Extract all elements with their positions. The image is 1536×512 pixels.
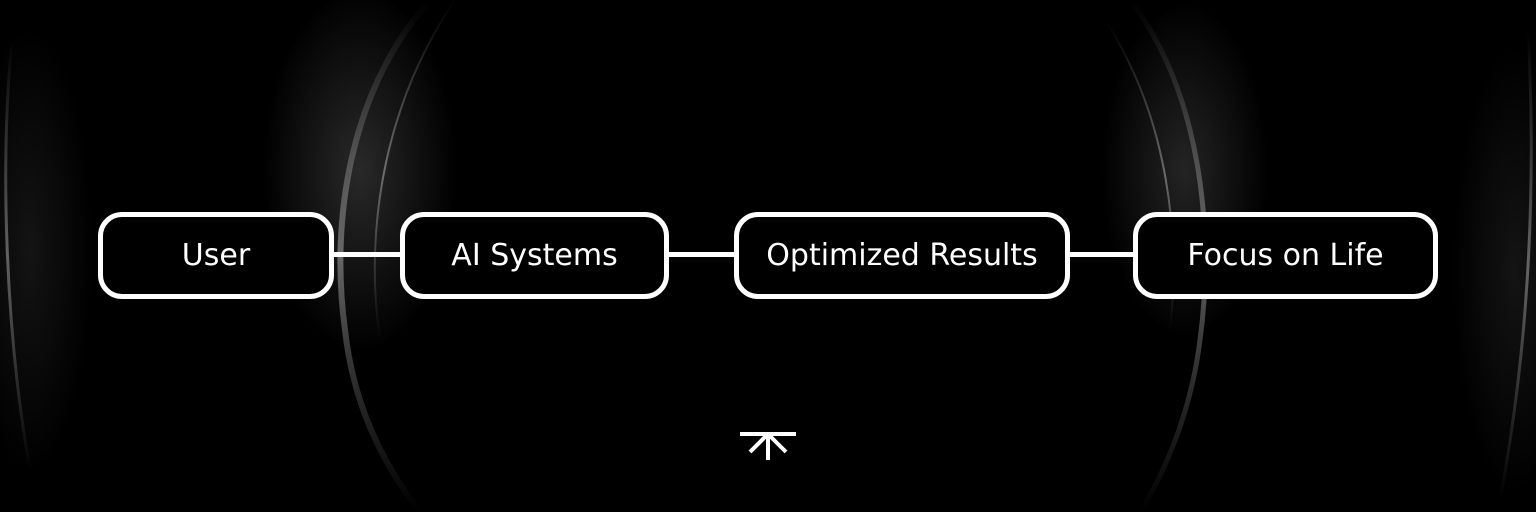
connector-user-ai-systems: [331, 252, 403, 257]
node-ai-systems: AI Systems: [400, 212, 669, 299]
connector-ai-systems-optimized-results: [666, 252, 737, 257]
connector-optimized-results-focus-on-life: [1067, 252, 1136, 257]
node-focus-on-life: Focus on Life: [1133, 212, 1438, 299]
node-user: User: [98, 212, 334, 299]
brand-logo-icon: [740, 432, 796, 460]
node-optimized-results: Optimized Results: [734, 212, 1070, 299]
